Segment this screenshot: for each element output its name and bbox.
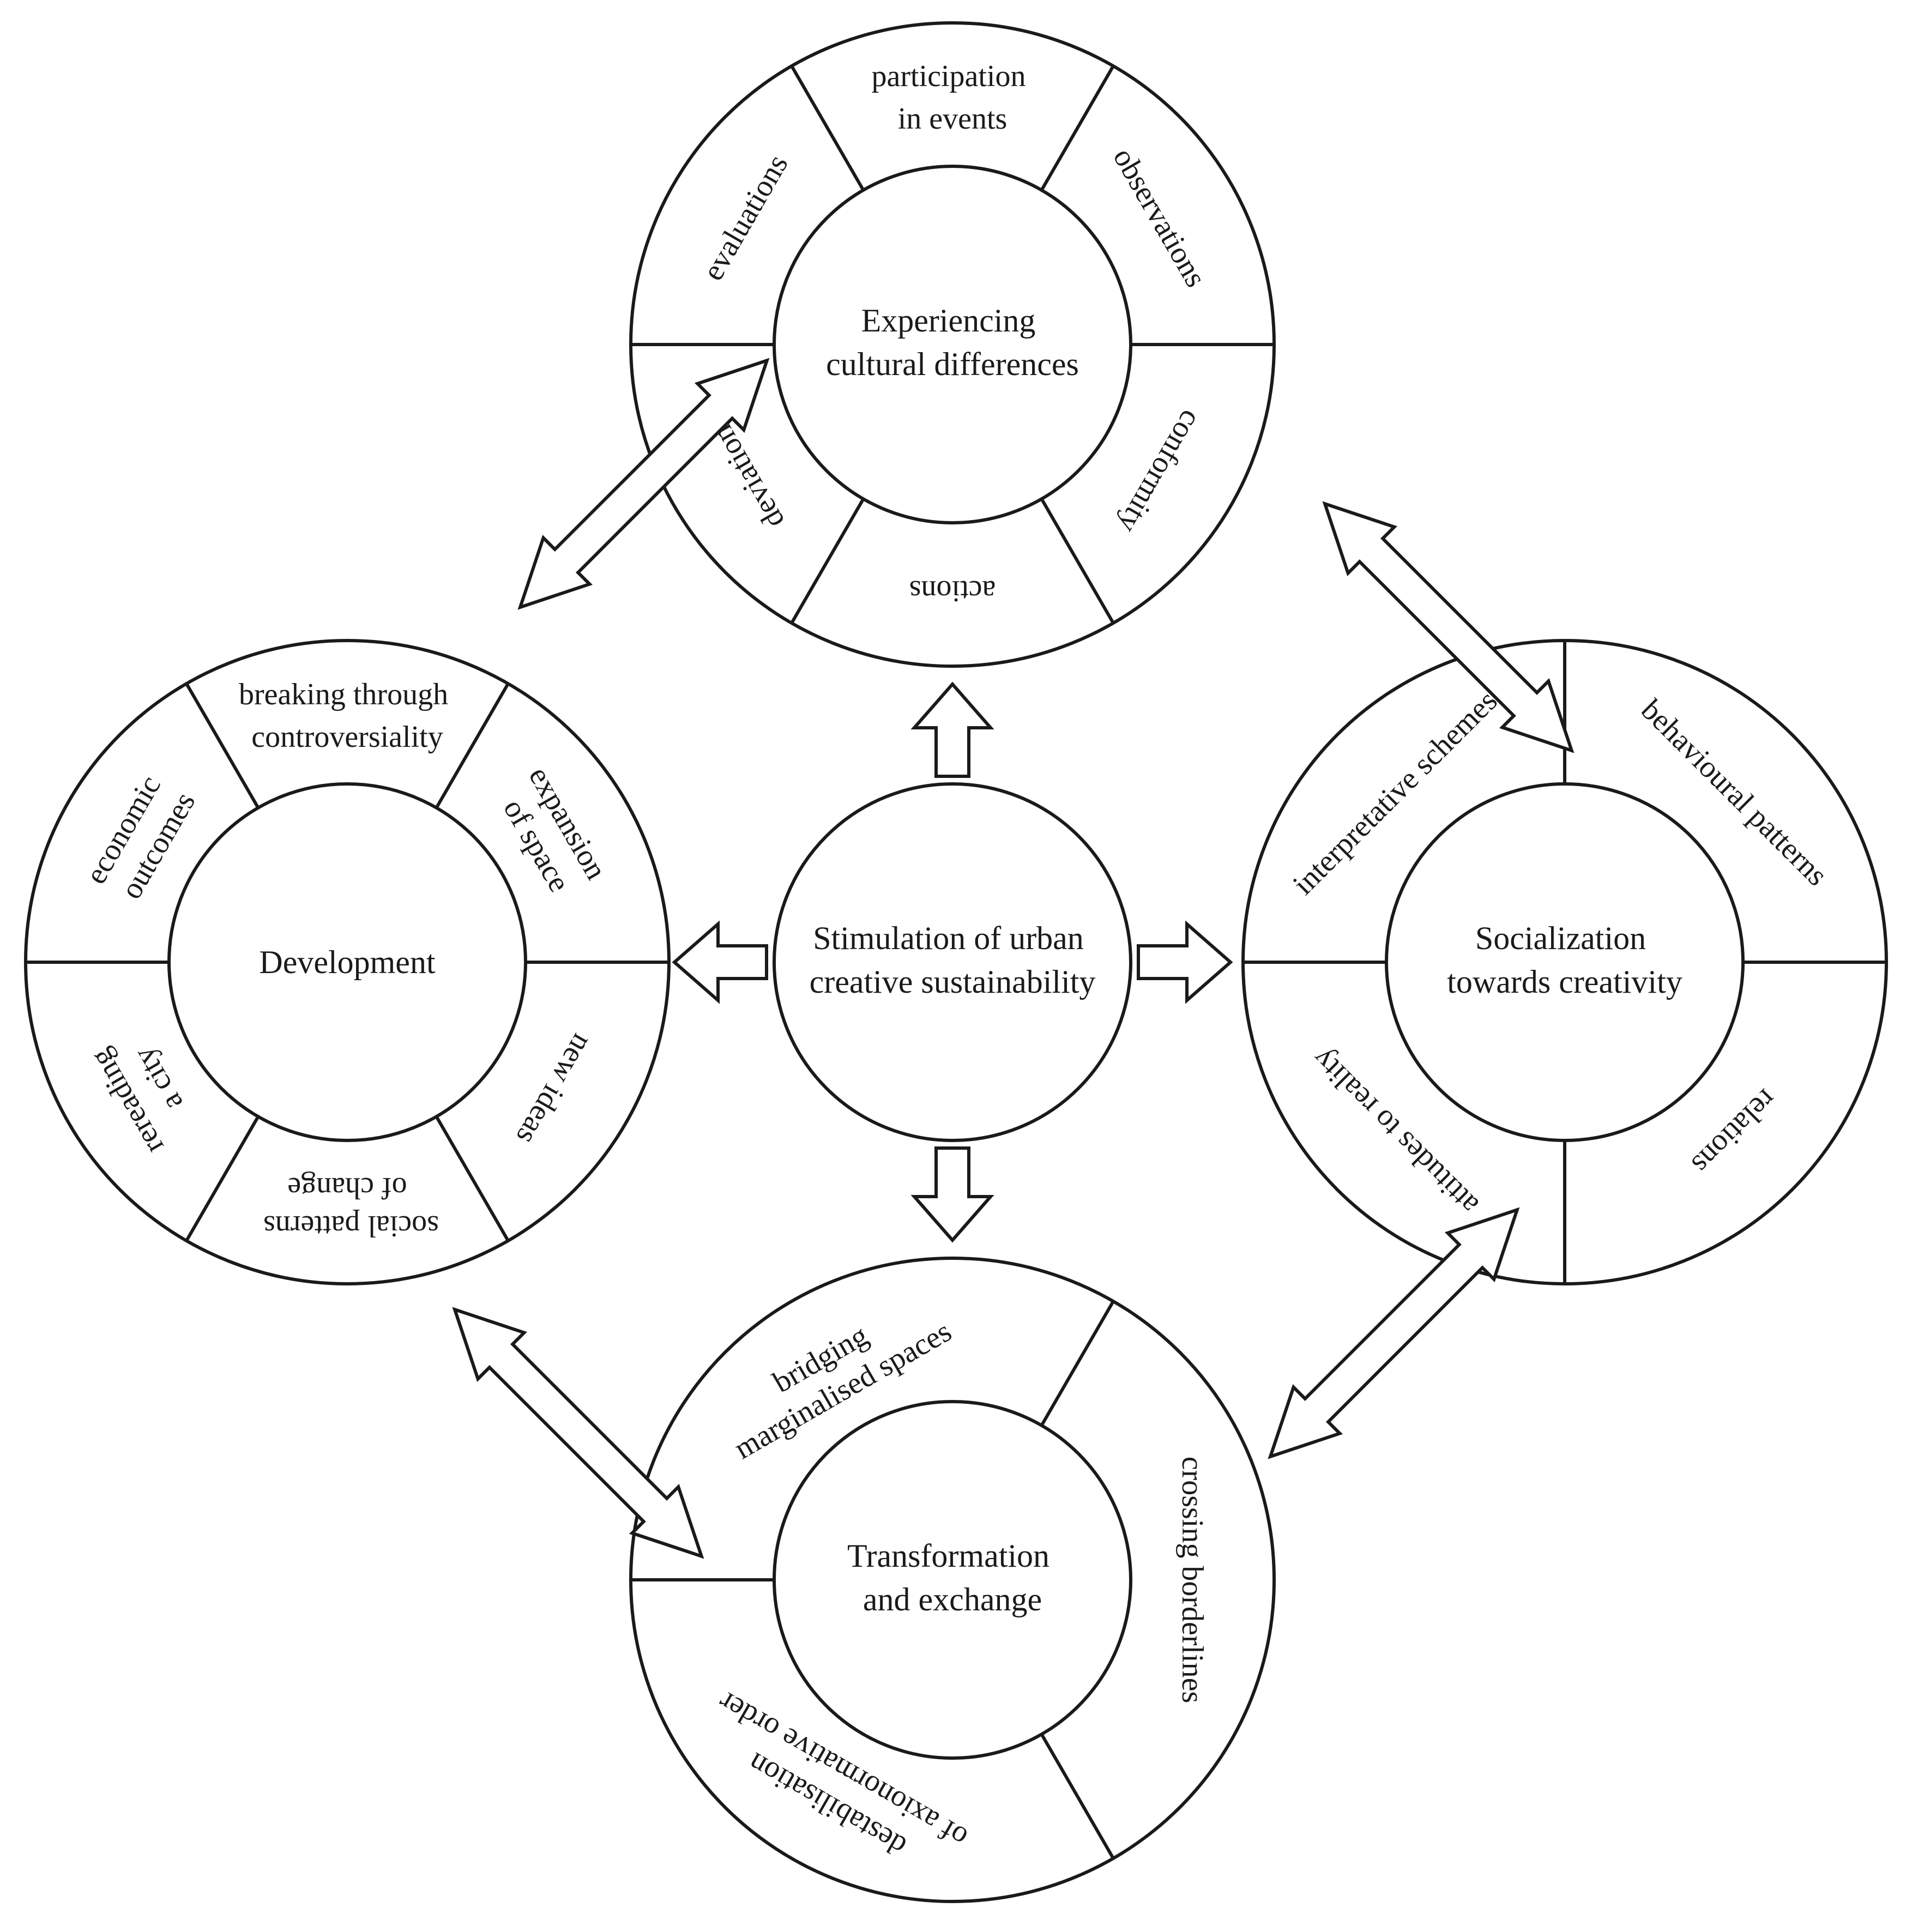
experiencing-title-line2: cultural differences [826, 346, 1079, 382]
development-title: Development [259, 944, 436, 980]
segment-participation: participation in events [871, 59, 1033, 136]
transformation-inner-circle [773, 1400, 1132, 1760]
experiencing-divider [790, 498, 865, 624]
segment-social-patterns: social patterns of change [256, 1171, 439, 1243]
center-title-line1: Stimulation of urban [813, 920, 1084, 956]
segment-breaking-line2: controversiality [251, 720, 443, 754]
experiencing-title: Experiencing cultural differences [826, 303, 1079, 382]
segment-breaking-through: breaking through controversiality [239, 678, 456, 754]
experiencing-title-line1: Experiencing [861, 303, 1036, 339]
experiencing-divider [790, 65, 865, 191]
arrow-center-to-left [672, 920, 768, 1004]
segment-actions: actions [909, 574, 996, 608]
center-title-line2: creative sustainability [810, 964, 1096, 1000]
double-arrow-top-right [1322, 501, 1575, 753]
development-divider [185, 683, 260, 809]
socialization-title-line1: Socialization [1475, 920, 1646, 956]
experiencing-inner-circle [773, 165, 1132, 524]
double-arrow-bottom-right [1268, 1207, 1520, 1459]
arrow-center-to-bottom [910, 1146, 994, 1243]
transformation-title: Transformation and exchange [847, 1538, 1058, 1617]
development-divider [185, 1115, 260, 1242]
transformation-divider [1040, 1733, 1115, 1859]
experiencing-divider [1040, 65, 1115, 191]
module-development: Development breaking through controversi… [24, 639, 671, 1285]
segment-participation-line2: in events [898, 102, 1008, 136]
development-divider [435, 683, 510, 809]
center-hub: Stimulation of urban creative sustainabi… [773, 782, 1132, 1142]
arrow-center-to-top [910, 681, 994, 778]
development-divider [435, 1115, 510, 1242]
socialization-title: Socialization towards creativity [1447, 920, 1682, 1000]
segment-participation-line1: participation [871, 59, 1026, 93]
module-experiencing: Experiencing cultural differences partic… [629, 21, 1276, 668]
module-transformation: Transformation and exchange crossing bor… [629, 1257, 1276, 1903]
segment-social-line1: social patterns [263, 1209, 439, 1243]
transformation-title-line2: and exchange [863, 1581, 1042, 1617]
segment-social-line2: of change [287, 1171, 407, 1205]
double-arrow-top-left [517, 358, 770, 610]
experiencing-divider [1040, 498, 1115, 624]
segment-breaking-line1: breaking through [239, 678, 448, 711]
transformation-title-line1: Transformation [847, 1538, 1049, 1574]
center-circle [773, 782, 1132, 1142]
socialization-inner-circle [1385, 782, 1745, 1142]
double-arrow-bottom-left [452, 1307, 704, 1559]
socialization-title-line2: towards creativity [1447, 964, 1682, 1000]
center-title: Stimulation of urban creative sustainabi… [810, 920, 1096, 1000]
transformation-divider [1040, 1300, 1115, 1427]
arrow-center-to-right [1137, 920, 1233, 1004]
segment-crossing-borderlines: crossing borderlines [1175, 1457, 1209, 1704]
